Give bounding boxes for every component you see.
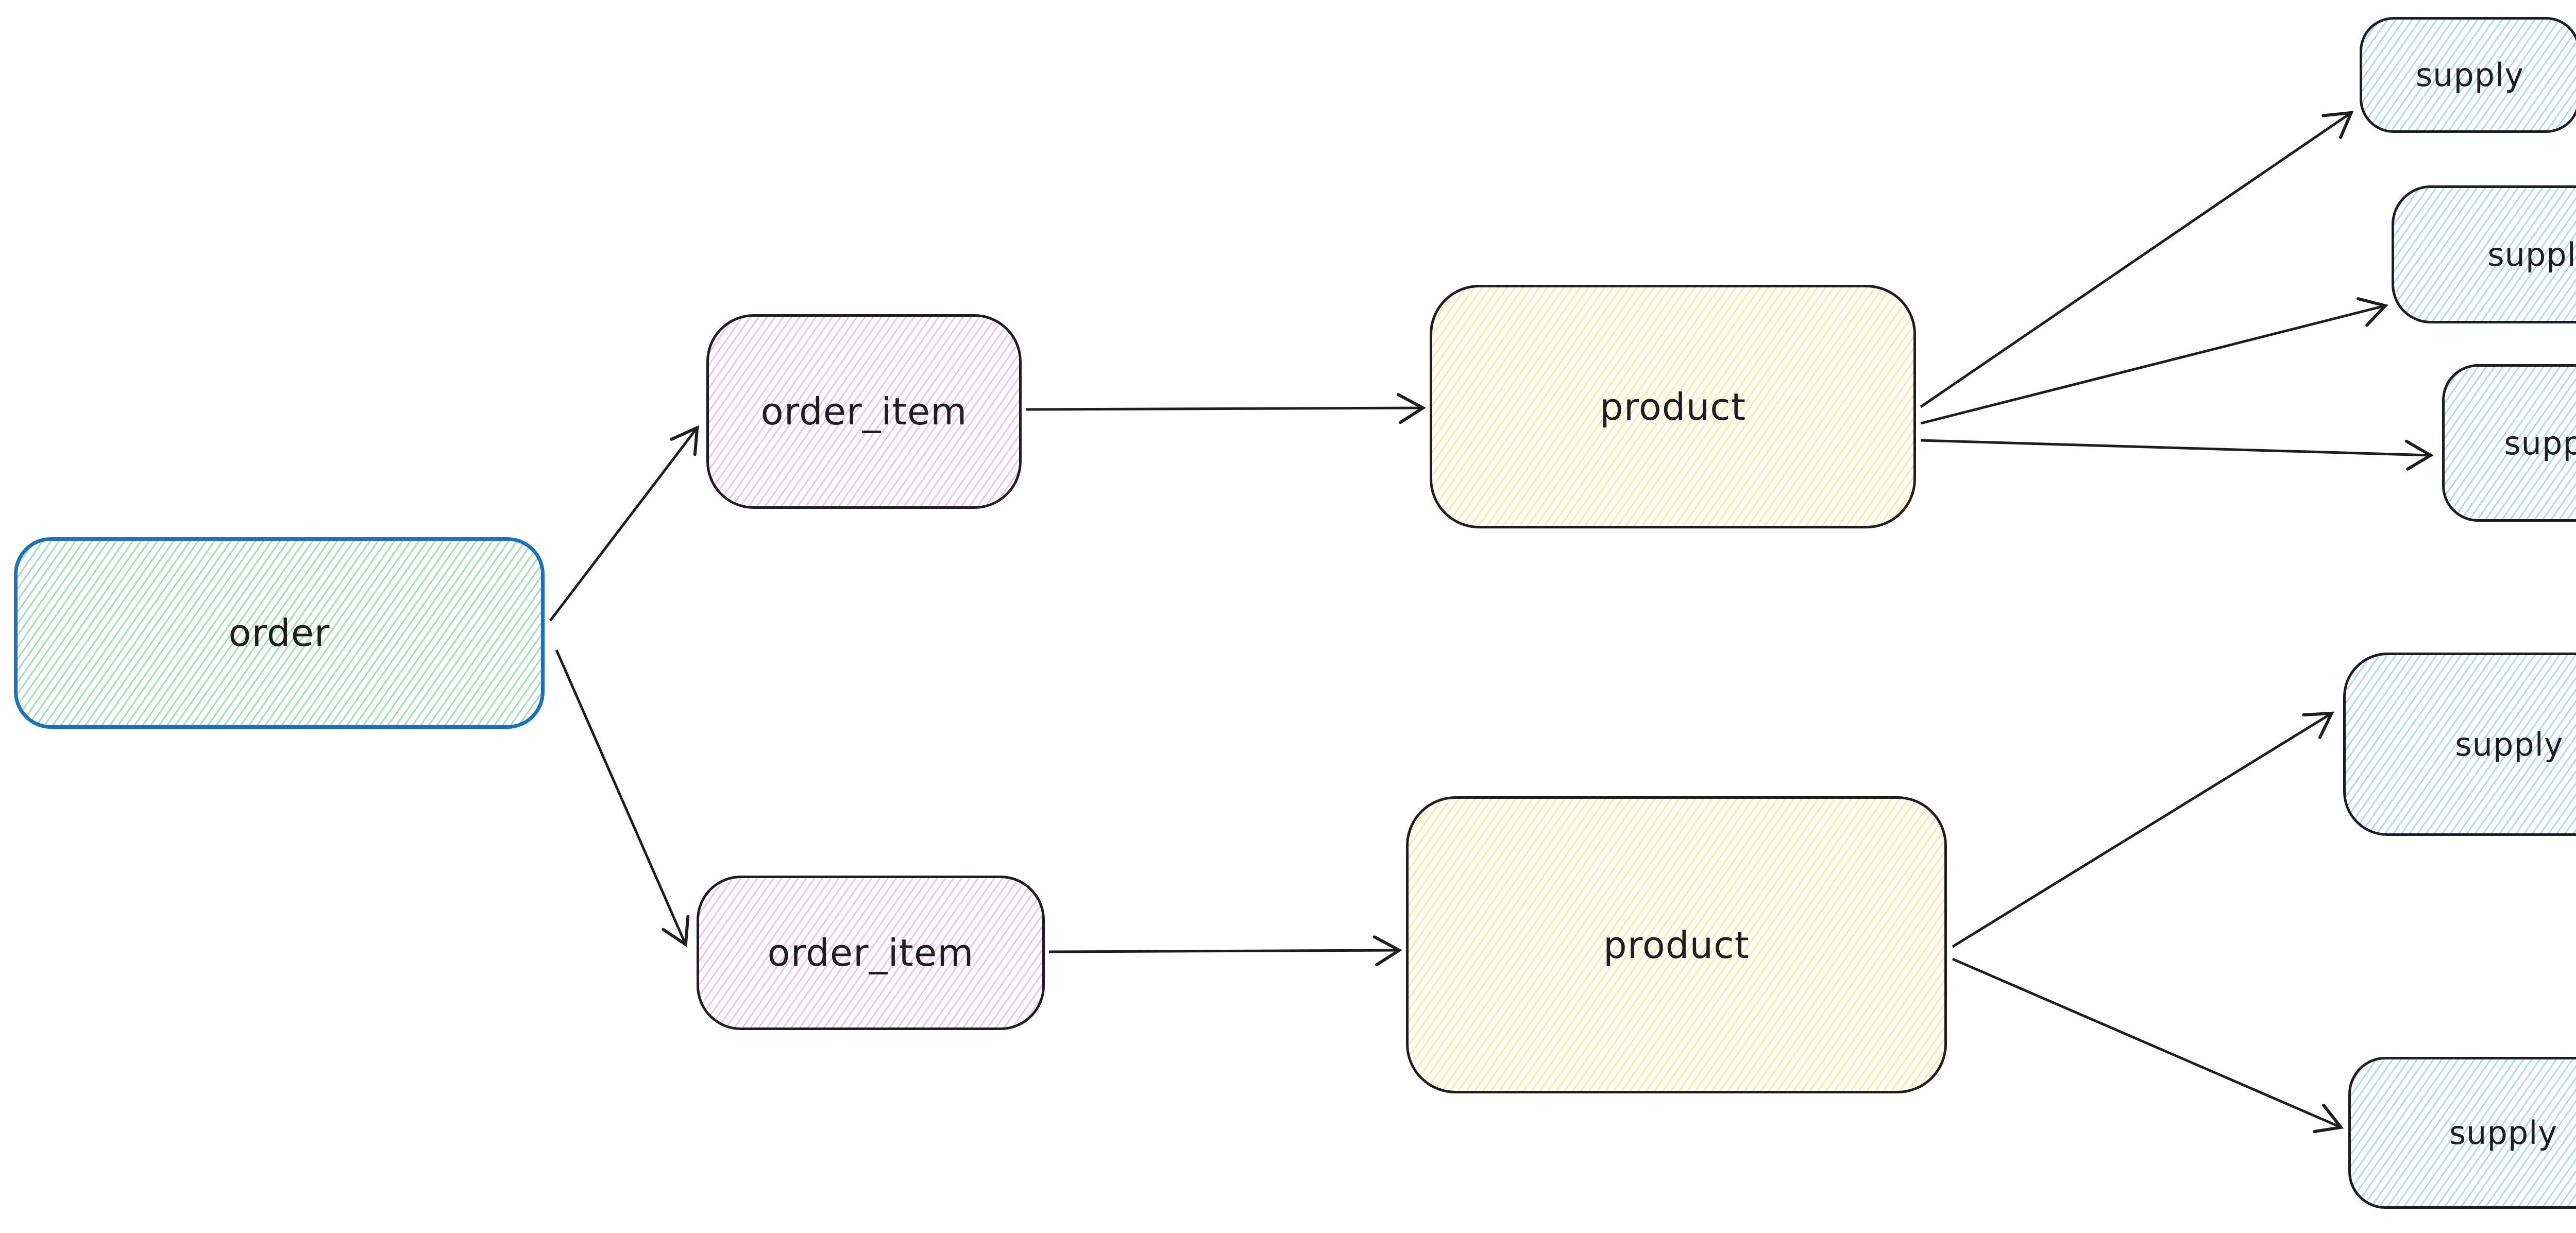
arrow-product-1-to-supply-2[interactable] bbox=[1920, 297, 2388, 425]
node-supply-5-label: supply bbox=[2449, 1114, 2558, 1152]
node-product-2-label: product bbox=[1603, 923, 1750, 967]
arrow-product-2-to-supply-5[interactable] bbox=[1952, 957, 2344, 1133]
node-supply-3[interactable]: supply bbox=[2442, 364, 2576, 522]
arrow-order-item-2-to-product-2[interactable] bbox=[1048, 935, 1402, 967]
arrow-product-2-to-supply-4[interactable] bbox=[1952, 711, 2334, 948]
node-supply-4[interactable]: supply bbox=[2343, 653, 2576, 836]
node-product-1[interactable]: product bbox=[1430, 285, 1916, 528]
node-supply-4-label: supply bbox=[2455, 725, 2564, 763]
node-order-item-2-label: order_item bbox=[767, 931, 974, 974]
node-supply-2-label: supply bbox=[2487, 235, 2576, 273]
node-supply-2[interactable]: supply bbox=[2392, 185, 2576, 323]
node-supply-1[interactable]: supply bbox=[2360, 17, 2576, 133]
node-order-item-1[interactable]: order_item bbox=[706, 314, 1022, 509]
node-order-label: order bbox=[228, 611, 330, 655]
node-order-item-1-label: order_item bbox=[760, 390, 968, 433]
arrow-order-to-order-item-1[interactable] bbox=[549, 425, 699, 622]
node-product-1-label: product bbox=[1600, 385, 1746, 429]
node-supply-1-label: supply bbox=[2415, 56, 2524, 94]
arrow-order-to-order-item-2[interactable] bbox=[555, 649, 690, 948]
node-order[interactable]: order bbox=[14, 537, 545, 729]
arrow-order-item-1-to-product-1[interactable] bbox=[1026, 393, 1426, 424]
node-supply-3-label: supply bbox=[2504, 424, 2576, 462]
node-supply-5[interactable]: supply bbox=[2348, 1057, 2576, 1209]
node-product-2[interactable]: product bbox=[1406, 796, 1947, 1093]
node-order-item-2[interactable]: order_item bbox=[697, 876, 1045, 1030]
arrow-product-1-to-supply-1[interactable] bbox=[1920, 111, 2354, 408]
arrow-product-1-to-supply-3[interactable] bbox=[1920, 439, 2434, 471]
